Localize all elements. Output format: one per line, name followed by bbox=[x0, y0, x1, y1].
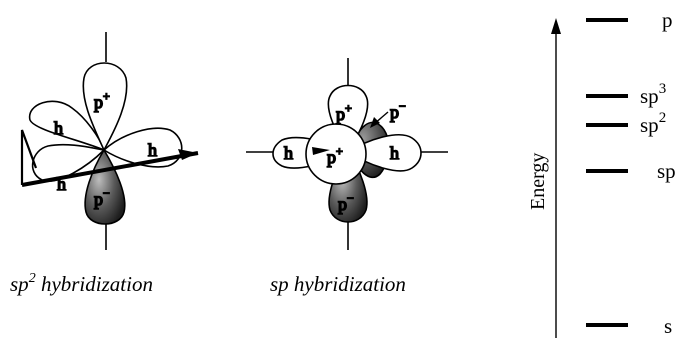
sp2-p-plus-lobe bbox=[82, 62, 128, 152]
level-sp3-label: sp3 bbox=[640, 81, 666, 108]
sp-h-right-label: h bbox=[390, 143, 399, 163]
sp2-h-lower-label: h bbox=[57, 174, 66, 194]
sp-front-wedge bbox=[312, 147, 330, 155]
sp2-p-plus-label: p+ bbox=[94, 89, 110, 112]
sp2-plane-edge bbox=[20, 129, 38, 185]
level-s-label: s bbox=[664, 314, 672, 338]
sp2-h-upper-lobe bbox=[28, 100, 106, 152]
sp-p-plus-front-label: p+ bbox=[327, 144, 343, 167]
sp2-h-right-label: h bbox=[148, 140, 157, 160]
sp2-h-upper-label: h bbox=[54, 118, 63, 138]
sp-p-minus-bottom-label: p− bbox=[338, 191, 354, 214]
level-sp2-label: sp2 bbox=[640, 110, 666, 137]
sp2-p-minus-label: p− bbox=[94, 186, 110, 209]
sp-h-left-label: h bbox=[284, 143, 293, 163]
energy-axis-arrowhead bbox=[551, 18, 561, 34]
sp-orbital-diagram: h h p+ p+ p− p− bbox=[246, 58, 448, 250]
sp2-h-lower-lobe bbox=[31, 143, 106, 182]
sp2-plane-front-edge bbox=[21, 151, 199, 187]
sp2-orbital-diagram: h h h p+ p− bbox=[20, 32, 199, 250]
sp-p-minus-back-label: p− bbox=[390, 99, 406, 122]
sp-p-plus-top-label: p+ bbox=[336, 101, 352, 124]
energy-axis-label: Energy bbox=[527, 153, 549, 210]
sp-p-plus-front-lobe bbox=[305, 123, 367, 185]
sp-h-right-lobe bbox=[346, 134, 422, 172]
sp-p-minus-back-arrowhead bbox=[370, 117, 380, 128]
sp-caption: sp hybridization bbox=[270, 272, 406, 296]
sp2-p-minus-lobe bbox=[84, 148, 126, 225]
energy-level-diagram: Energy p sp3 sp2 sp s bbox=[527, 8, 676, 338]
sp2-caption: sp2 hybridization bbox=[10, 271, 153, 296]
sp2-plane-arrowhead bbox=[178, 149, 198, 160]
level-p-label: p bbox=[662, 8, 673, 32]
level-sp-label: sp bbox=[657, 159, 676, 183]
